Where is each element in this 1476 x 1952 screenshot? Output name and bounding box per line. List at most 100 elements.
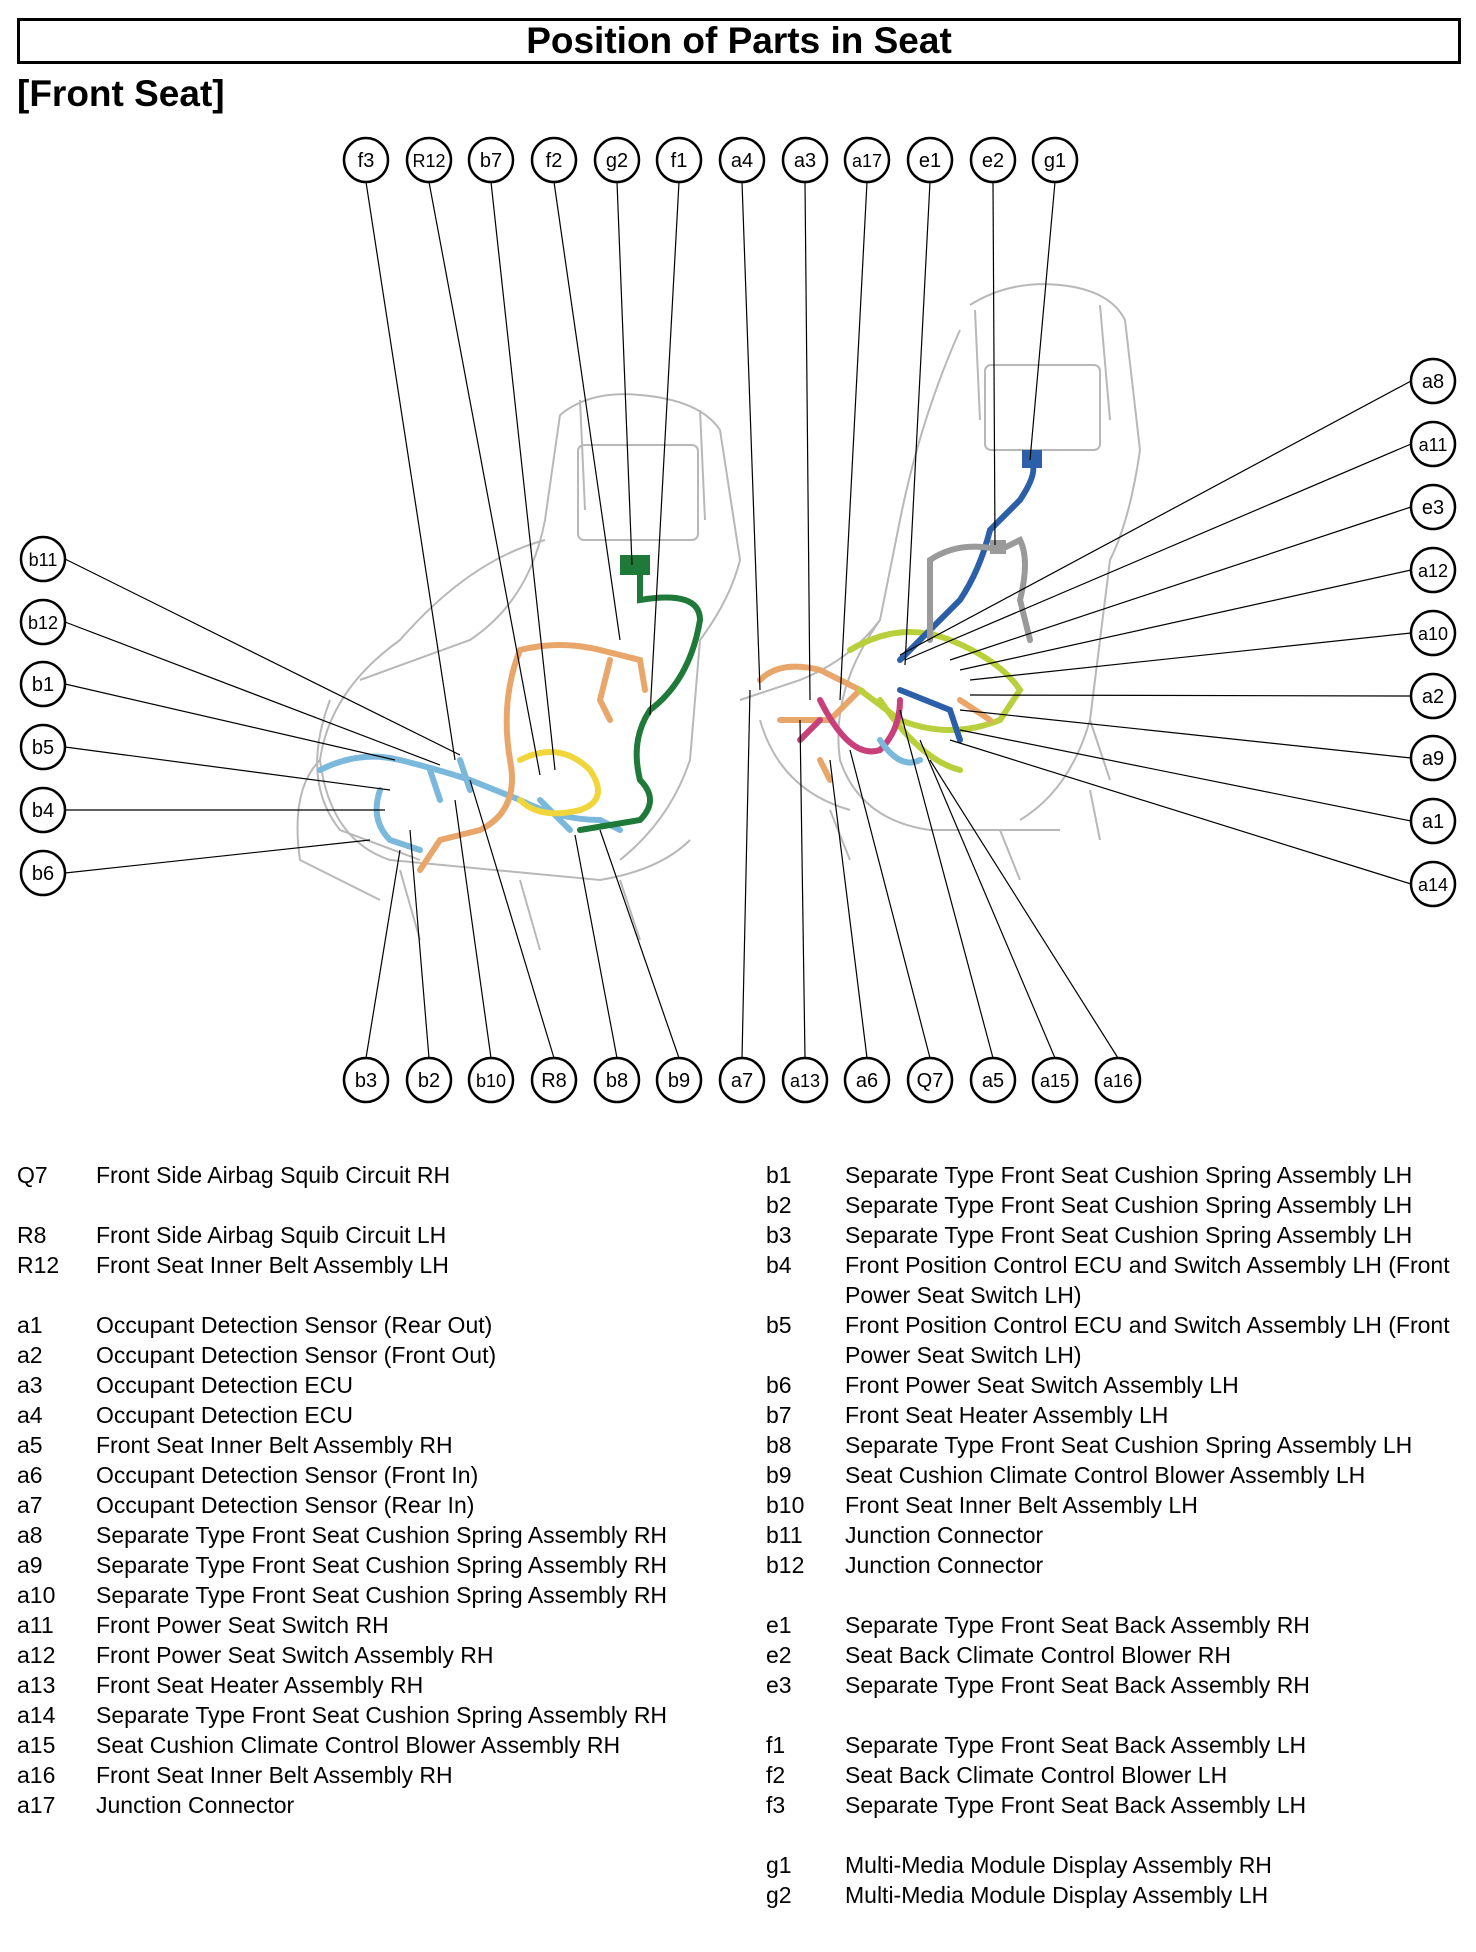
legend-description: Seat Cushion Climate Control Blower Asse… [845,1462,1366,1488]
legend-code: b9 [766,1462,792,1488]
legend-row: a8 Separate Type Front Seat Cushion Sprin… [17,1520,717,1550]
callout-circle [655,136,703,184]
leader-line [839,181,868,701]
leader-line [992,181,996,546]
callout-circle [1031,1056,1079,1104]
callout-circle [342,136,390,184]
legend-code: a10 [17,1582,56,1608]
legend-description: Separate Type Front Seat Cushion Spring … [96,1522,668,1548]
callout-circle [1409,546,1457,594]
legend-description: Separate Type Front Seat Back Assembly L… [845,1792,1307,1818]
callout-a9: a9 [1409,734,1457,782]
leader-line [929,759,1119,1059]
callout-Q7: Q7 [906,1056,954,1104]
callout-circle [1409,797,1457,845]
leader-line [741,689,751,1059]
legend-description: Front Seat Inner Belt Assembly LH [845,1492,1198,1518]
callout-circle [906,136,954,184]
legend-description: Front Seat Inner Belt Assembly RH [96,1432,453,1458]
legend-code: g1 [766,1852,792,1878]
legend-code: a2 [17,1342,43,1368]
legend-spacer [766,1580,1466,1610]
legend-code: a7 [17,1492,43,1518]
legend-code: b3 [766,1222,792,1248]
leader-line [969,632,1412,681]
legend-description: Separate Type Front Seat Cushion Spring … [96,1582,668,1608]
callout-g2: g2 [593,136,641,184]
legend-code: R8 [17,1222,47,1248]
legend-row: a2 Occupant Detection Sensor (Front Out) [17,1340,717,1370]
callout-circle [19,723,67,771]
callout-e2: e2 [969,136,1017,184]
leader-line [616,181,633,566]
callout-a13: a13 [781,1056,829,1104]
callout-label: f2 [546,150,563,172]
legend-description: Separate Type Front Seat Cushion Spring … [845,1432,1413,1458]
callout-label: a10 [1418,624,1448,644]
leader-line [904,181,931,666]
legend-description: Occupant Detection Sensor (Front Out) [96,1342,497,1368]
legend-code: b8 [766,1432,792,1458]
legend-description: Occupant Detection ECU [96,1372,353,1398]
callout-label: b3 [355,1070,377,1092]
legend-code: b12 [766,1552,805,1578]
legend-code: a17 [17,1792,56,1818]
legend-code: a3 [17,1372,43,1398]
leader-line [454,799,492,1059]
callout-label: b1 [32,674,54,696]
legend-description: Separate Type Front Seat Back Assembly R… [845,1672,1310,1698]
callout-label: Q7 [917,1070,944,1092]
callout-label: b10 [476,1071,506,1091]
legend-code: f3 [766,1792,786,1818]
callout-circle [969,1056,1017,1104]
callout-circle [1409,357,1457,405]
callout-a3: a3 [781,136,829,184]
callout-f2: f2 [530,136,578,184]
callout-label: a17 [852,151,882,171]
callout-circle [19,849,67,897]
callout-b10: b10 [467,1056,515,1104]
legend-description: Separate Type Front Seat Cushion Spring … [845,1162,1413,1188]
callout-label: b7 [480,150,502,172]
legend-code: e2 [766,1642,792,1668]
legend-spacer [766,1820,1466,1850]
page-title: Position of Parts in Seat [17,18,1461,64]
callout-circle [530,136,578,184]
callout-circle [781,1056,829,1104]
callout-circle [1409,420,1457,468]
callout-b5: b5 [19,723,67,771]
callout-label: a11 [1419,435,1448,455]
callout-label: a6 [856,1070,878,1092]
legend-description: Multi-Media Module Display Assembly LH [845,1882,1269,1908]
callout-label: a2 [1422,686,1444,708]
callout-label: a3 [794,150,816,172]
legend-description: Separate Type Front Seat Back Assembly L… [845,1732,1307,1758]
legend-code: a8 [17,1522,43,1548]
leader-line [469,779,555,1059]
callout-label: b6 [32,863,54,885]
legend-code: b2 [766,1192,792,1218]
callout-circle [19,598,67,646]
callout-circle [405,136,453,184]
legend-description: Seat Cushion Climate Control Blower Asse… [96,1732,621,1758]
leader-line [959,709,1412,759]
legend-description: Front Position Control ECU and Switch As… [845,1252,1450,1308]
legend-code: R12 [17,1252,60,1278]
legend-row: a3 Occupant Detection ECU [17,1370,717,1400]
